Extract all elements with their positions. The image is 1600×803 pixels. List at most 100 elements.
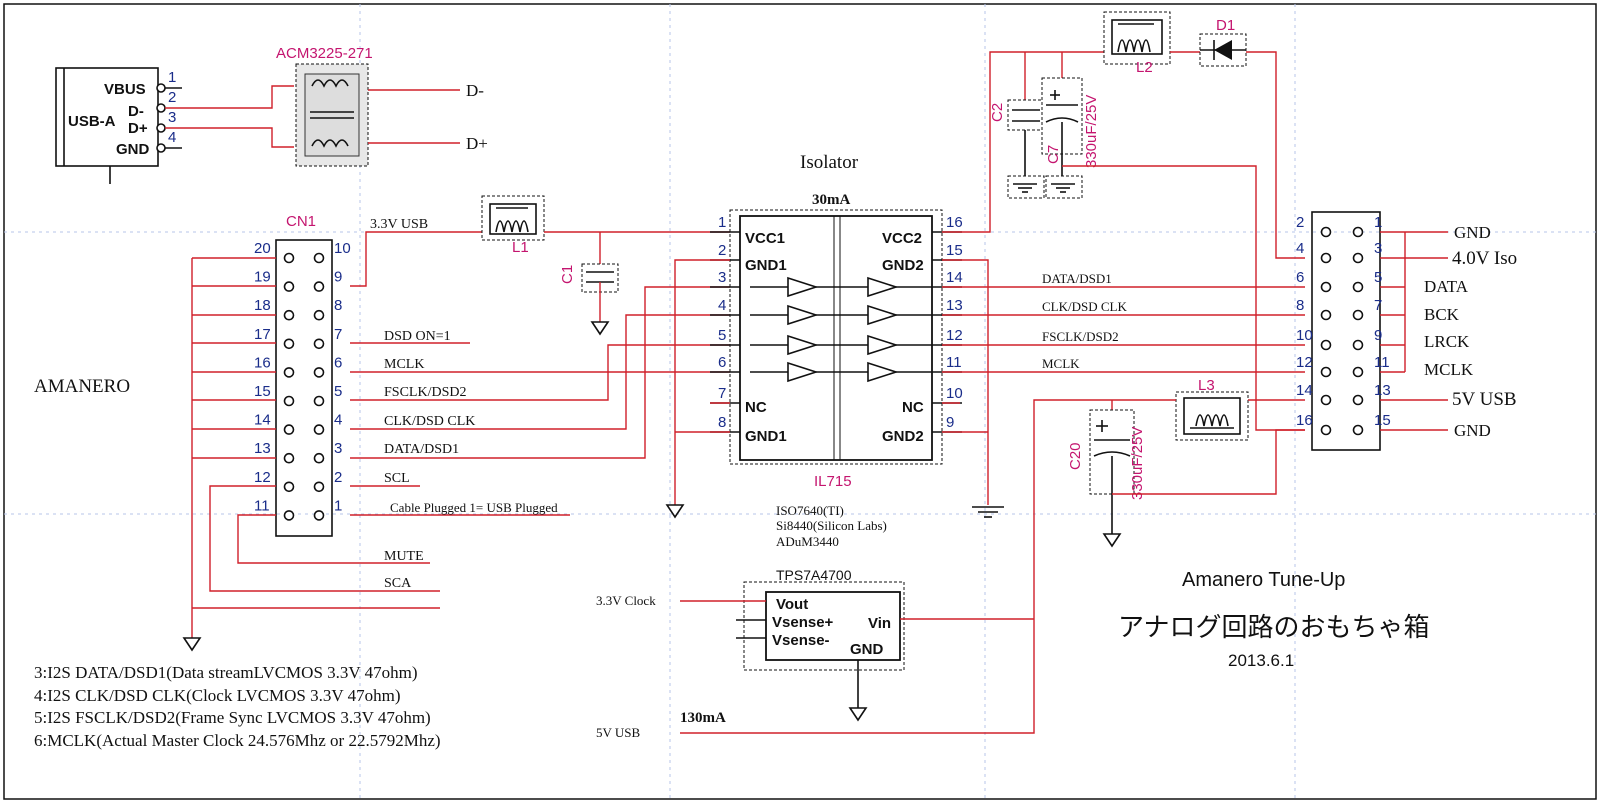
c20-value: 330uF/25V [1129, 427, 1146, 500]
alt-part-2: Si8440(Silicon Labs) [776, 518, 887, 533]
cn1-pin [313, 452, 325, 464]
hdr-label-bck: BCK [1424, 305, 1460, 324]
cn1-pin-number: 11 [254, 497, 270, 514]
cn1-pin-number: 7 [334, 326, 342, 343]
isolator-part: IL715 [814, 473, 852, 490]
cn1-pin [283, 481, 295, 493]
cn1-pin-number: 15 [254, 383, 271, 400]
d1-label: D1 [1216, 17, 1235, 34]
cn1-pin [313, 252, 325, 264]
pin-nc: NC [745, 399, 767, 416]
l2-label: L2 [1136, 59, 1153, 76]
cn1-pin-number: 6 [334, 354, 342, 371]
dp-net-label: D+ [466, 134, 488, 153]
cn1-wires [191, 231, 750, 638]
net-cable-plugged: Cable Plugged 1= USB Plugged [390, 500, 558, 515]
alt-part-1: ISO7640(TI) [776, 503, 844, 518]
cn1-pin [313, 481, 325, 493]
usb-a-label: USB-A [68, 113, 116, 130]
capacitor-c2: C2 [989, 52, 1045, 199]
cn1-pin-number: 18 [254, 297, 271, 314]
hdr-label-4v0: 4.0V Iso [1452, 248, 1517, 269]
inductor-l2: L2 [1103, 11, 1171, 76]
net-scl: SCL [384, 471, 410, 486]
pin-gnd2-b: GND2 [882, 428, 924, 445]
reg-pin-vsense-n: Vsense- [772, 632, 830, 649]
pin-vcc1: VCC1 [745, 230, 785, 247]
header-pin [1320, 226, 1332, 238]
pin-gnd1: GND1 [745, 257, 787, 274]
header-pin-number: 16 [1296, 412, 1313, 429]
net-sca: SCA [384, 576, 412, 591]
cn1-pin [313, 395, 325, 407]
header-pin-number: 9 [1374, 327, 1382, 344]
header-pin [1320, 366, 1332, 378]
ground-icon [1102, 533, 1122, 548]
capacitor-c20: C20 330uF/25V [1067, 400, 1146, 548]
net-clk: CLK/DSD CLK [384, 414, 475, 429]
isolator-pin-number: 5 [718, 327, 726, 344]
isolator-pin-number: 2 [718, 242, 726, 259]
cn1-pin [313, 309, 325, 321]
net-3v3-clock: 3.3V Clock [596, 593, 656, 608]
header-pin [1320, 339, 1332, 351]
cn1-pin-number: 5 [334, 383, 342, 400]
cn1-pin [283, 338, 295, 350]
cn1-pin-number: 8 [334, 297, 342, 314]
ground-icon [590, 321, 610, 336]
regulator-ic: TPS7A4700 Vout Vsense+ Vsense- Vin GND [736, 567, 905, 671]
header-pin [1352, 339, 1364, 351]
l1-label: L1 [512, 239, 529, 256]
isolator-pin-number: 13 [946, 297, 963, 314]
header-pin [1320, 424, 1332, 436]
cn1-pin [283, 252, 295, 264]
pin-vcc2: VCC2 [882, 230, 922, 247]
isolator-title: Isolator [800, 152, 859, 173]
header-pin [1352, 226, 1364, 238]
header-pin [1352, 394, 1364, 406]
cn1-pin-number: 16 [254, 354, 271, 371]
cn1-pin-number: 14 [254, 412, 271, 429]
header-pin [1320, 281, 1332, 293]
header-pin-number: 2 [1296, 214, 1304, 231]
pin-nc-b: NC [902, 399, 924, 416]
isolator-pin-number: 6 [718, 354, 726, 371]
cn1-pin [313, 338, 325, 350]
isolator-pin-number: 7 [718, 385, 726, 402]
header-pin [1352, 252, 1364, 264]
pin-gnd2: GND2 [882, 257, 924, 274]
net-mute: MUTE [384, 549, 424, 564]
c20-label: C20 [1067, 442, 1084, 470]
amanero-label: AMANERO [34, 376, 130, 397]
header-pin-number: 10 [1296, 327, 1313, 344]
choke-part-label: ACM3225-271 [276, 45, 373, 62]
cn1-pin-number: 2 [334, 469, 342, 486]
net-data: DATA/DSD1 [384, 442, 459, 457]
net-3v3-usb: 3.3V USB [370, 217, 428, 232]
cn1-pin [283, 281, 295, 292]
cn1-pin-number: 13 [254, 440, 271, 457]
title-date: 2013.6.1 [1228, 651, 1294, 670]
usb-pin-number: 4 [168, 129, 176, 146]
cn1-pin [283, 395, 295, 407]
usb-pin-vbus-label: VBUS [104, 81, 146, 98]
title-block: Amanero Tune-Up アナログ回路のおもちゃ箱 2013.6.1 [1118, 569, 1429, 670]
isolator-pin-number: 9 [946, 414, 954, 431]
reg-current: 130mA [680, 710, 726, 726]
out-net-mclk: MCLK [1042, 356, 1080, 371]
cn1-pin [313, 510, 325, 521]
header-pin-number: 14 [1296, 382, 1313, 399]
cn1-label: CN1 [286, 213, 316, 230]
net-fsclk: FSCLK/DSD2 [384, 385, 466, 400]
cn1-pin-number: 1 [334, 497, 342, 514]
capacitor-c1: C1 [559, 232, 619, 336]
net-mclk: MCLK [384, 357, 424, 372]
ground-icon [972, 506, 1004, 518]
header-pin [1352, 281, 1364, 293]
isolator-pin-number: 16 [946, 214, 963, 231]
usb-pin-number: 3 [168, 109, 176, 126]
isolator-pin-number: 8 [718, 414, 726, 431]
